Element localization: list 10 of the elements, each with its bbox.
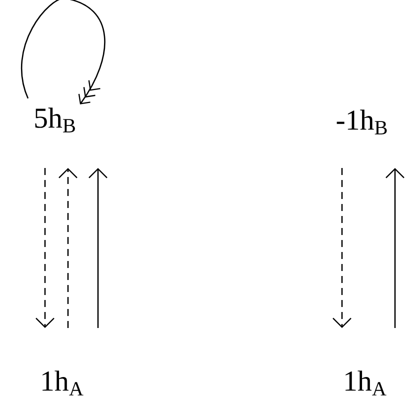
value-label: 1h$_{A}$ [346, 370, 386, 396]
arrow [88, 168, 108, 328]
arrow [386, 168, 404, 328]
arrow [58, 168, 78, 328]
loop-arrow [21, 0, 106, 104]
value-label: 5h$_{B}$ [35, 108, 75, 132]
arrow [332, 168, 352, 328]
value-label: 1h$_{A}$ [42, 370, 84, 396]
arrow [36, 168, 54, 328]
value-label: -1h$_{B}$ [336, 110, 387, 134]
